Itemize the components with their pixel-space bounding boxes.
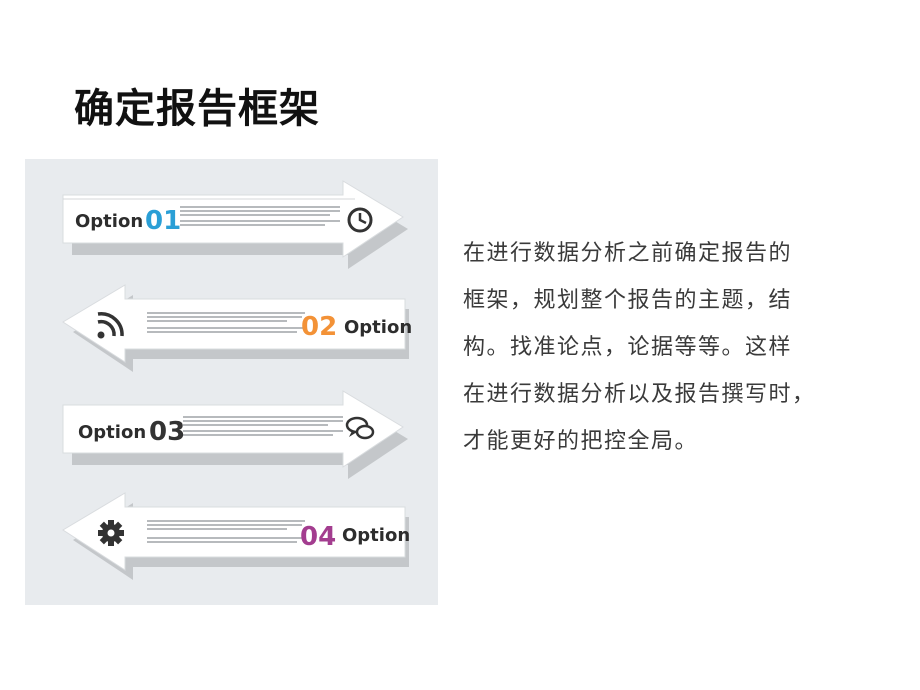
option-1-label: Option	[75, 211, 143, 232]
paragraph-line: 构。找准论点，论据等等。这样	[463, 335, 793, 360]
option-4-label: Option	[342, 525, 410, 546]
option-arrow-1: Option 01	[62, 180, 408, 269]
page-title: 确定报告框架	[74, 86, 320, 132]
paragraph-line: 框架，规划整个报告的主题，结	[463, 288, 793, 313]
chat-icon	[345, 416, 375, 440]
option-2-number: 02	[301, 312, 337, 342]
paragraph-line: 在进行数据分析以及报告撰写时，	[463, 382, 816, 407]
option-4-number: 04	[300, 522, 336, 552]
option-arrow-4: 04 Option	[62, 492, 410, 580]
gear-icon	[98, 520, 124, 546]
paragraph-line: 才能更好的把控全局。	[463, 429, 699, 454]
rss-icon	[97, 312, 124, 339]
paragraph-line: 在进行数据分析之前确定报告的	[463, 241, 793, 266]
option-2-label: Option	[344, 317, 412, 338]
description-paragraph: 在进行数据分析之前确定报告的 框架，规划整个报告的主题，结 构。找准论点，论据等…	[463, 230, 843, 465]
option-1-number: 01	[145, 206, 181, 236]
option-arrow-3: Option 03	[62, 390, 408, 479]
options-infographic: Option 01 02 Option	[25, 159, 438, 605]
option-arrow-2: 02 Option	[62, 284, 412, 372]
option-3-number: 03	[149, 417, 185, 447]
option-3-label: Option	[78, 422, 146, 443]
clock-icon	[347, 207, 373, 233]
